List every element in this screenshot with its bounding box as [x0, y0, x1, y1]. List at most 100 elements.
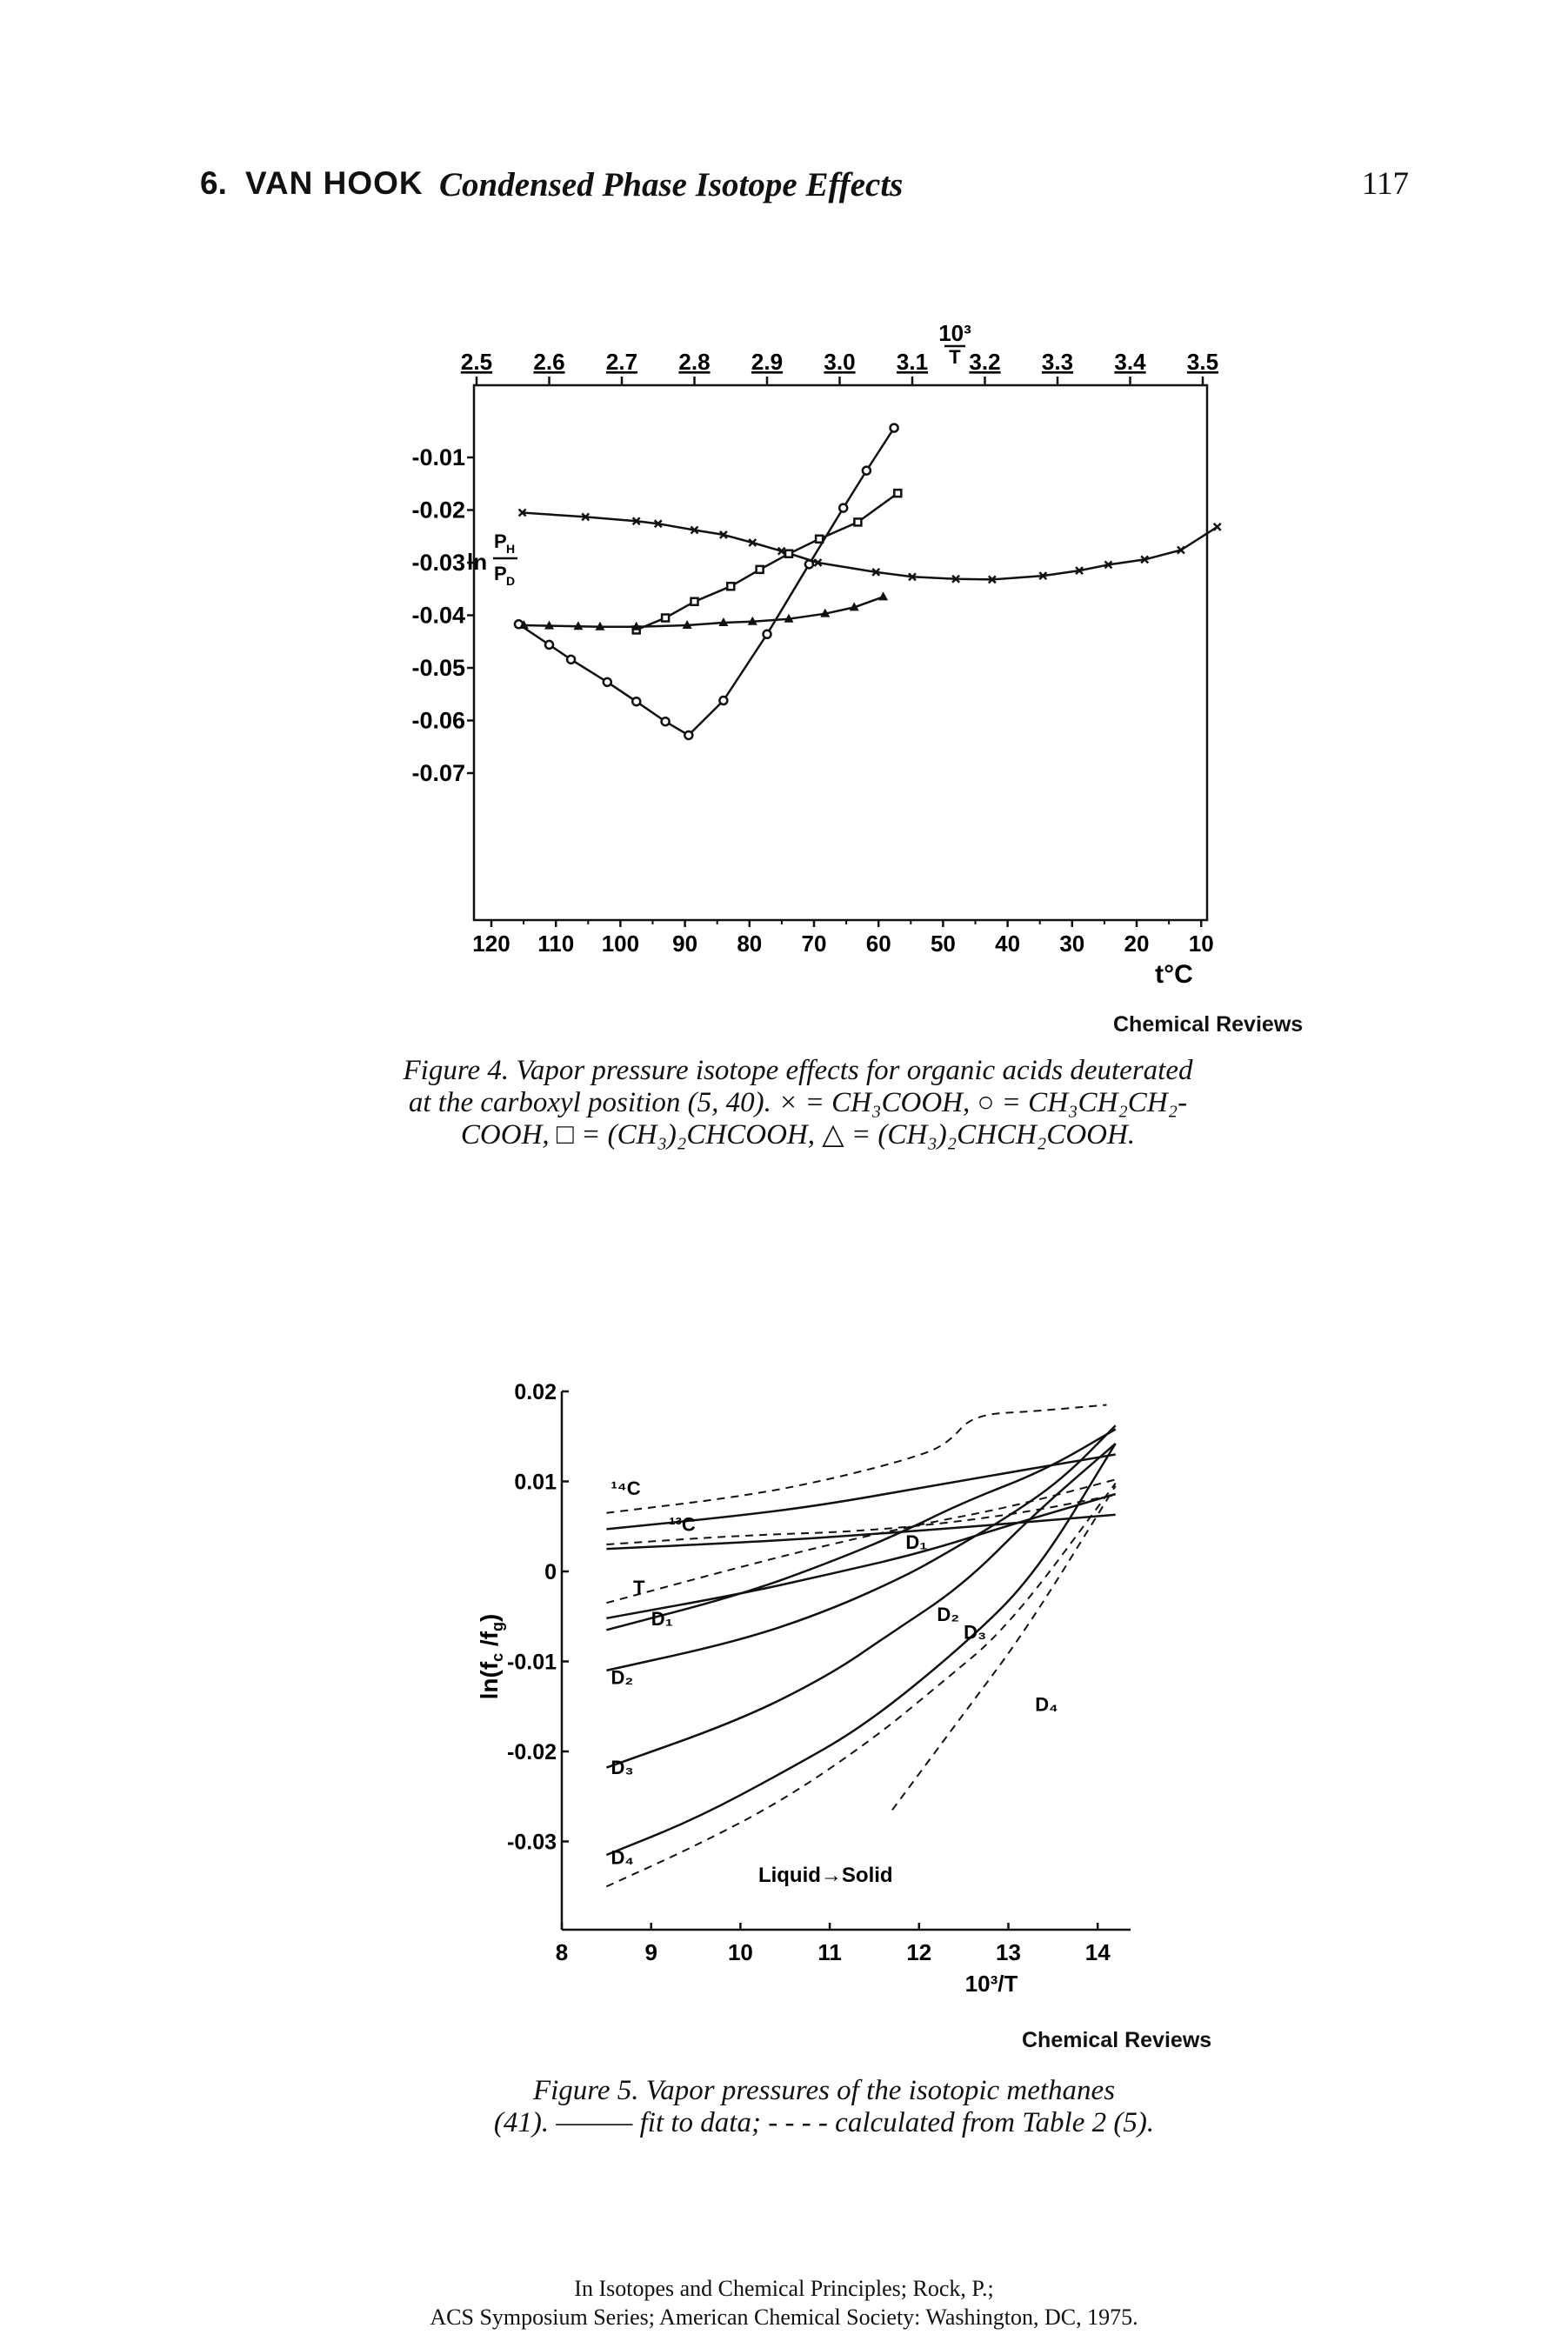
- fig4-point-butyric-acid: [837, 503, 849, 513]
- fig5-series-dashed-10: [891, 1485, 1117, 1811]
- fig4-top-tick-label: 2.7: [606, 349, 637, 375]
- fig4-point-acetic-acid: [908, 572, 917, 582]
- fig4-bottom-tick-label: 20: [1124, 931, 1150, 957]
- fig4-series-line-isovaleric-acid: [524, 596, 884, 629]
- fig4-y-ticks: -0.01-0.02-0.03-0.04-0.05-0.06-0.07: [411, 444, 474, 786]
- fig4-top-tick-label: 3.5: [1187, 349, 1218, 375]
- fig4-bottom-tick-label: 70: [802, 931, 827, 957]
- fig4-point-acetic-acid: [951, 574, 960, 584]
- fig5-series-dashed-11: [605, 1483, 1117, 1888]
- fig4-point-acetic-acid: [581, 512, 591, 522]
- fig4-top-tick-label: 2.8: [678, 349, 710, 375]
- fig4-top-tick-label: 3.4: [1114, 349, 1146, 375]
- fig5-x-axis-label: 10³/T: [965, 1971, 1018, 1997]
- fig4-y-tick-label: -0.03: [411, 550, 465, 576]
- fig4-point-acetic-acid: [517, 508, 527, 517]
- fig5-curve-label: ¹⁴C: [611, 1478, 640, 1499]
- fig5-y-axis-label: ln(fc /fg): [476, 1614, 506, 1700]
- fig4-point-butyric-acid: [889, 423, 899, 433]
- fig4-point-butyric-acid: [804, 559, 815, 570]
- fig5-caption-line-1: Figure 5. Vapor pressures of the isotopi…: [532, 2075, 1116, 2106]
- fig4-point-acetic-acid: [1075, 566, 1084, 575]
- fig5-caption-line-2: (41). ——— fit to data; - - - - calculate…: [493, 2107, 1155, 2138]
- fig5-series-solid-9: [605, 1443, 1117, 1857]
- fig4-point-acetic-acid: [719, 530, 728, 539]
- fig4-point-acetic-acid: [690, 525, 699, 535]
- fig5-curve-label: D₁: [905, 1531, 927, 1553]
- fig4-top-tick-label: 2.5: [461, 349, 492, 375]
- fig5-y-tick-label: -0.02: [507, 1740, 557, 1764]
- fig4-top-tick-label: 3.0: [824, 349, 855, 375]
- fig5-curve-label: ¹³C: [669, 1513, 696, 1535]
- fig4-x-axis-label: t°C: [1155, 960, 1193, 989]
- fig4-series-line-acetic-acid: [522, 511, 1218, 581]
- fig4-point-butyric-acid: [684, 730, 694, 741]
- fig4-bottom-tick-label: 90: [672, 931, 697, 957]
- svg-text:P: P: [494, 530, 507, 552]
- fig4-bottom-tick-label: 110: [537, 931, 574, 957]
- fig4-point-acetic-acid: [1104, 560, 1113, 570]
- page-number: 117: [1361, 166, 1409, 202]
- fig4-top-tick-label: 3.2: [969, 349, 1000, 375]
- fig5-curve-label: D₄: [1035, 1693, 1058, 1715]
- fig4-y-tick-label: -0.02: [411, 497, 465, 524]
- fig4-bottom-tick-label: 80: [737, 931, 762, 957]
- fig4-top-axis-label: 10³: [938, 320, 971, 346]
- fig4-point-isovaleric-acid: [518, 619, 529, 629]
- fig4-y-tick-label: -0.04: [411, 603, 465, 629]
- fig4-point-isobutyric-acid: [853, 517, 863, 527]
- chapter-number: 6.: [200, 165, 227, 201]
- fig4-point-acetic-acid: [987, 575, 997, 584]
- fig4-point-isovaleric-acid: [784, 613, 794, 623]
- fig4-point-butyric-acid: [631, 696, 642, 707]
- fig5-x-tick-label: 10: [728, 1939, 753, 1965]
- fig4-top-tick-label: 2.9: [751, 349, 783, 375]
- fig5-series-solid-6: [606, 1428, 1117, 1631]
- fig5-series-solid-8: [605, 1443, 1117, 1769]
- fig4-point-isovaleric-acid: [595, 621, 605, 630]
- chapter-author: VAN HOOK: [245, 165, 424, 201]
- fig5-x-tick-label: 14: [1085, 1939, 1111, 1965]
- fig5-curve-label: D₂: [937, 1604, 959, 1625]
- fig4-bottom-tick-label: 50: [931, 931, 956, 957]
- footer-line-2: ACS Symposium Series; American Chemical …: [430, 2305, 1138, 2330]
- fig4-point-isovaleric-acid: [573, 621, 584, 630]
- fig4-point-butyric-acid: [660, 716, 671, 727]
- fig4-point-butyric-acid: [602, 677, 613, 688]
- fig4-point-acetic-acid: [871, 568, 881, 577]
- fig4-point-isovaleric-acid: [849, 602, 859, 611]
- fig5-series-solid-7: [606, 1424, 1117, 1672]
- fig4-caption-line-2: at the carboxyl position (5, 40). × = CH…: [408, 1087, 1188, 1118]
- fig4-plot-frame: [472, 384, 1209, 922]
- fig4-series-line-isobutyric-acid: [636, 492, 899, 631]
- fig4-point-butyric-acid: [544, 639, 555, 650]
- fig4-point-isobutyric-acid: [814, 534, 824, 544]
- fig5-y-tick-label: 0.02: [514, 1380, 557, 1404]
- fig5-curve-label: D₃: [964, 1622, 986, 1644]
- fig4-y-tick-label: -0.07: [411, 760, 465, 786]
- fig5-y-tick-label: 0.01: [514, 1471, 557, 1495]
- fig5-series-layer: [605, 1404, 1117, 1888]
- fig5-y-tick-label: -0.03: [507, 1831, 557, 1855]
- fig4-point-isovaleric-acid: [718, 617, 729, 626]
- fig5-y-tick-label: 0: [544, 1560, 557, 1584]
- fig4-top-tick-label: 2.6: [533, 349, 564, 375]
- fig4-bottom-tick-label: 30: [1059, 931, 1084, 957]
- fig4-point-butyric-acid: [861, 465, 872, 476]
- fig5-curve-label: T: [633, 1577, 645, 1598]
- fig4-bottom-tick-label: 60: [866, 931, 891, 957]
- fig5-x-tick-label: 11: [817, 1939, 842, 1965]
- fig4-point-isovaleric-acid: [820, 608, 831, 617]
- fig5-y-tick-label: -0.01: [507, 1651, 557, 1675]
- fig4-point-acetic-acid: [631, 517, 641, 526]
- fig4-bottom-tick-label: 120: [472, 931, 510, 957]
- fig4-point-isovaleric-acid: [631, 621, 642, 630]
- fig4-point-acetic-acid: [1177, 545, 1185, 555]
- fig5-series-solid-3: [606, 1513, 1116, 1551]
- fig4-point-isovaleric-acid: [682, 619, 692, 629]
- fig4-point-isovaleric-acid: [747, 616, 757, 625]
- fig5-credit: Chemical Reviews: [1022, 2028, 1212, 2052]
